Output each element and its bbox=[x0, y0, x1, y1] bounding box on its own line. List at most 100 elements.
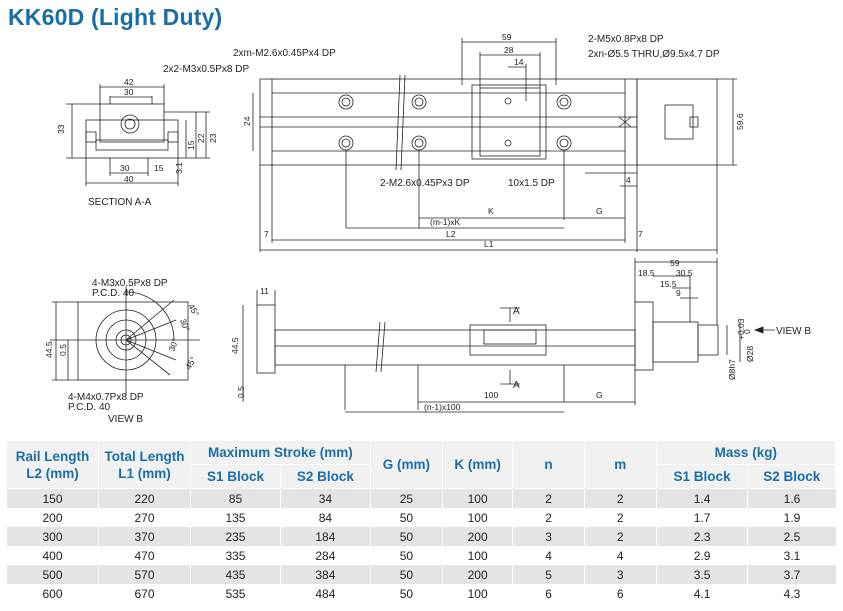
dim-14: 14 bbox=[514, 57, 524, 67]
table-cell: 25 bbox=[369, 488, 443, 508]
header-g: G (mm) bbox=[369, 440, 444, 489]
view-b-label: VIEW B bbox=[108, 414, 143, 425]
table-cell: 470 bbox=[98, 546, 191, 565]
section-a-a-view bbox=[66, 84, 210, 186]
table-cell: 270 bbox=[98, 508, 191, 527]
technical-drawing: 2xm-M2.6x0.45Px4 DP 2x2-M3x0.5Px8 DP 2-M… bbox=[44, 32, 811, 425]
table-cell: 50 bbox=[369, 565, 443, 584]
callout-m4-pcd-circle: P.C.D. 40 bbox=[68, 402, 110, 413]
header-k: K (mm) bbox=[441, 440, 514, 489]
dim-33: 33 bbox=[56, 124, 66, 134]
callout-m3-pcd-circle: P.C.D. 40 bbox=[92, 288, 134, 299]
table-cell: 384 bbox=[279, 565, 371, 584]
dim-11: 11 bbox=[260, 286, 269, 296]
callout-m3-pcd: 4-M3x0.5Px8 DP bbox=[92, 278, 168, 289]
section-marker-top: A bbox=[513, 306, 520, 317]
header-mass-s2: S2 Block bbox=[747, 464, 836, 489]
dim-40: 40 bbox=[124, 174, 134, 184]
callout-m3-tap: 2x2-M3x0.5Px8 DP bbox=[163, 64, 249, 75]
table-cell: 84 bbox=[279, 508, 371, 527]
header-mass-s1: S1 Block bbox=[655, 464, 749, 489]
table-cell: 1.7 bbox=[655, 508, 748, 527]
dim-l2: L2 bbox=[446, 229, 456, 239]
dim-59a: 59 bbox=[502, 32, 512, 42]
dim-7b: 7 bbox=[638, 229, 643, 239]
table-cell: 2 bbox=[512, 508, 585, 527]
dim-m-minus-1-k: (m-1)xK bbox=[430, 217, 461, 227]
dim-bore-tol-upper: +0.03 bbox=[736, 318, 746, 340]
dim-18-5: 18.5 bbox=[638, 268, 655, 278]
table-cell: 2 bbox=[583, 488, 657, 508]
dim-30-5: 30.5 bbox=[676, 268, 693, 278]
dim-9: 9 bbox=[676, 288, 681, 298]
table-cell: 100 bbox=[441, 508, 513, 527]
dim-7a: 7 bbox=[264, 229, 269, 239]
table-cell: 6 bbox=[512, 584, 585, 603]
angle-45a: 45° bbox=[186, 302, 201, 318]
table-cell: 3.1 bbox=[747, 546, 836, 565]
table-cell: 3.5 bbox=[655, 565, 748, 584]
table-cell: 50 bbox=[369, 508, 443, 527]
dim-bore-tol-lower: 0 bbox=[742, 329, 752, 334]
callout-m4-pcd: 4-M4x0.7Px8 DP bbox=[68, 392, 144, 403]
spec-table: Rail Length L2 (mm) Total Length L1 (mm)… bbox=[5, 440, 837, 603]
table-cell: 85 bbox=[190, 488, 281, 508]
dim-15a: 15 bbox=[186, 140, 196, 150]
table-cell: 3 bbox=[512, 527, 585, 546]
dim-4: 4 bbox=[626, 175, 631, 185]
dim-28: 28 bbox=[504, 45, 514, 55]
table-cell: 4.3 bbox=[747, 584, 836, 603]
table-cell: 2 bbox=[583, 508, 657, 527]
table-cell: 570 bbox=[98, 565, 191, 584]
dim-shaft-8h7: Ø8h7 bbox=[727, 359, 737, 380]
table-cell: 100 bbox=[441, 546, 513, 565]
table-cell: 600 bbox=[5, 584, 99, 603]
table-cell: 50 bbox=[369, 546, 443, 565]
table-cell: 34 bbox=[279, 488, 371, 508]
table-cell: 335 bbox=[190, 546, 281, 565]
dim-0-5b: 0.5 bbox=[236, 386, 246, 398]
table-cell: 2.9 bbox=[655, 546, 748, 565]
table-cell: 370 bbox=[98, 527, 191, 546]
dim-0-5a: 0.5 bbox=[58, 344, 68, 356]
header-mass: Mass (kg) bbox=[655, 440, 837, 465]
side-view bbox=[242, 258, 775, 413]
table-cell: 670 bbox=[98, 584, 191, 603]
dim-44-5b: 44.5 bbox=[230, 337, 240, 354]
table-cell: 50 bbox=[369, 584, 443, 603]
view-b-arrow-label: VIEW B bbox=[776, 326, 811, 337]
dim-bore-28: Ø28 bbox=[745, 346, 755, 362]
table-cell: 2 bbox=[583, 527, 657, 546]
table-cell: 284 bbox=[279, 546, 371, 565]
table-cell: 400 bbox=[5, 546, 99, 565]
table-cell: 1.9 bbox=[747, 508, 836, 527]
callout-m5-tap: 2-M5x0.8Px8 DP bbox=[588, 34, 664, 45]
dim-59b: 59 bbox=[670, 258, 680, 268]
page-title: KK60D (Light Duty) bbox=[8, 4, 223, 30]
header-total-length: Total Length L1 (mm) bbox=[98, 440, 192, 489]
table-cell: 200 bbox=[441, 565, 513, 584]
table-cell: 200 bbox=[5, 508, 99, 527]
table-cell: 4.1 bbox=[655, 584, 748, 603]
table-cell: 6 bbox=[583, 584, 657, 603]
table-cell: 135 bbox=[190, 508, 281, 527]
table-cell: 484 bbox=[279, 584, 371, 603]
table-cell: 2 bbox=[512, 488, 585, 508]
top-view bbox=[252, 38, 737, 254]
dim-n-minus-1-100: (n-1)x100 bbox=[424, 402, 461, 412]
header-n: n bbox=[512, 440, 585, 489]
header-rail-length: Rail Length L2 (mm) bbox=[5, 440, 100, 489]
table-cell: 3 bbox=[583, 565, 657, 584]
table-cell: 100 bbox=[441, 488, 513, 508]
dim-3-1: 3.1 bbox=[174, 162, 184, 174]
table-cell: 150 bbox=[5, 488, 99, 508]
table-cell: 435 bbox=[190, 565, 281, 584]
table-cell: 500 bbox=[5, 565, 99, 584]
callout-slot: 10x1.5 DP bbox=[508, 178, 555, 189]
drawing-annotations: 2xm-M2.6x0.45Px4 DP 2x2-M3x0.5Px8 DP 2-M… bbox=[44, 32, 811, 425]
